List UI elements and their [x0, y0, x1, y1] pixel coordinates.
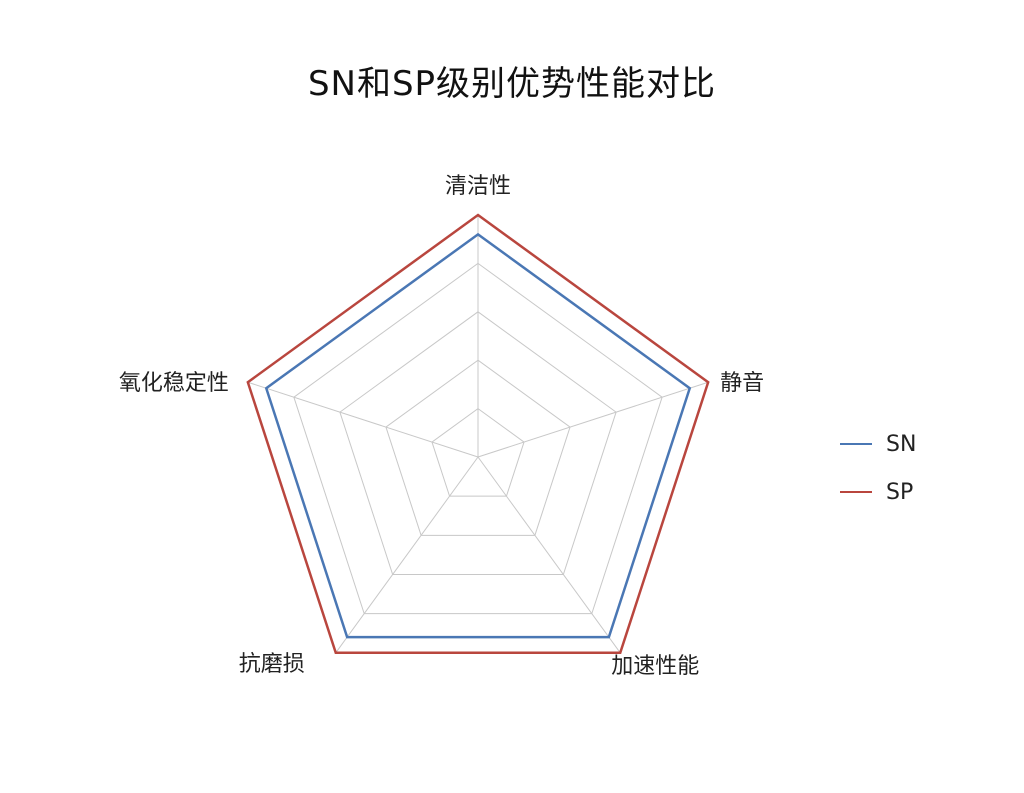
axis-label-0: 清洁性	[445, 174, 511, 199]
series-sn-polygon	[264, 232, 692, 639]
legend-label-sp: SP	[886, 479, 914, 505]
axis-label-2: 加速性能	[611, 654, 699, 679]
legend-swatch-sn	[840, 443, 872, 445]
grid-ring-2	[385, 359, 571, 536]
grid-ring-3	[339, 311, 617, 575]
series-sp-polygon	[246, 213, 710, 655]
radar-series	[246, 213, 710, 655]
legend: SN SP	[840, 430, 916, 526]
axis-label-3: 抗磨损	[239, 652, 305, 677]
spoke-3	[335, 456, 479, 654]
legend-item-sp: SP	[840, 478, 916, 506]
spoke-4	[247, 381, 479, 458]
legend-item-sn: SN	[840, 430, 916, 458]
grid-ring-1	[431, 407, 525, 497]
spoke-1	[477, 381, 709, 458]
spoke-2	[477, 456, 621, 654]
legend-label-sn: SN	[886, 431, 917, 457]
grid-ring-4	[293, 262, 663, 615]
legend-swatch-sp	[840, 491, 872, 493]
axis-label-4: 氧化稳定性	[119, 371, 229, 396]
chart-title: SN和SP级别优势性能对比	[307, 64, 717, 104]
axis-label-1: 静音	[720, 371, 764, 396]
radar-spokes	[247, 215, 709, 654]
